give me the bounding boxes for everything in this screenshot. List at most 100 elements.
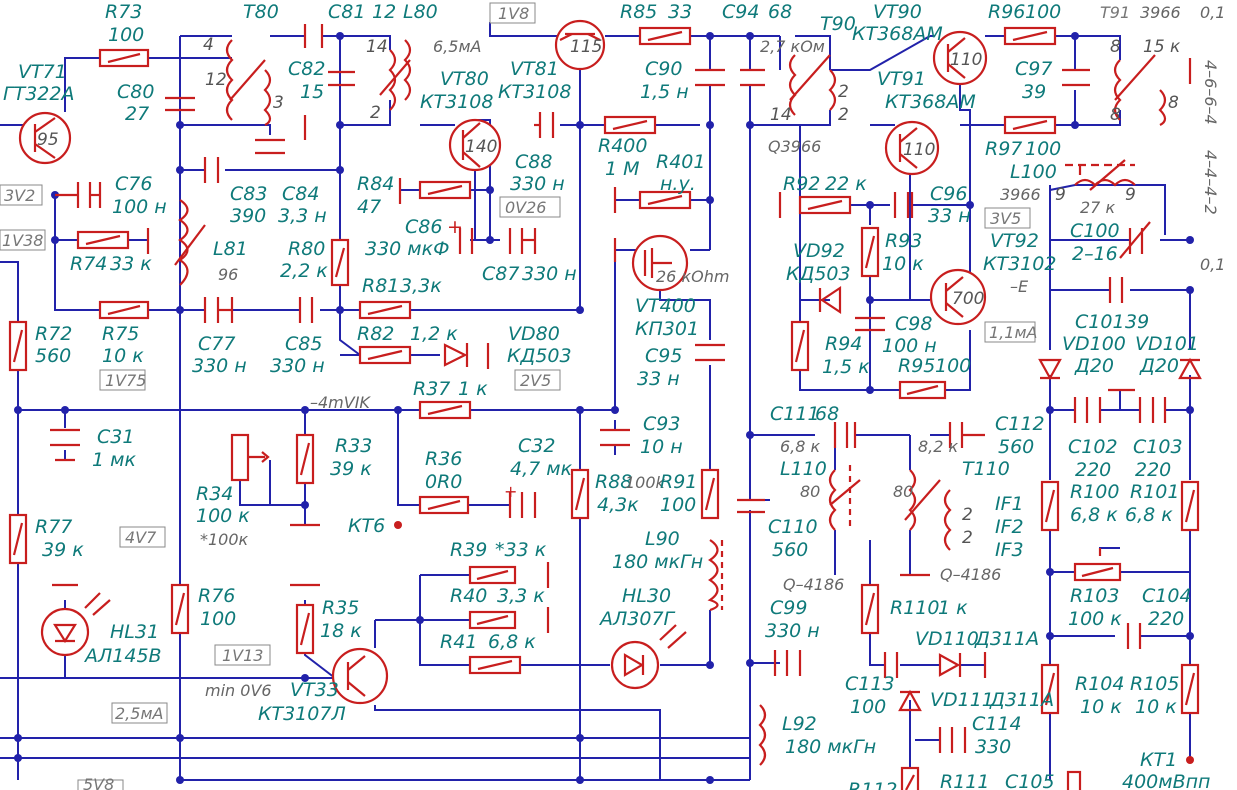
resistor-R401: [638, 190, 692, 210]
label-C102: C102: [1068, 436, 1118, 458]
label-C96: C96: [930, 183, 967, 205]
value-R36: 0R0: [425, 471, 462, 493]
value-R101: 6,8 к: [1125, 504, 1173, 526]
label-C97: C97: [1015, 58, 1052, 80]
note-min: min 0V6: [205, 681, 272, 700]
resistor-R110: [860, 583, 880, 635]
label-R111: R111: [940, 771, 989, 790]
capacitor-C82: [328, 70, 355, 87]
type-VT91: КТ368АМ: [885, 91, 976, 113]
current-L80: 6,5мА: [433, 37, 481, 56]
note-R88: 100k: [625, 473, 666, 492]
label-R72: R72: [35, 323, 72, 345]
capacitor-C81: [303, 24, 324, 48]
label-KT1: КТ1: [1140, 749, 1177, 771]
pin-T90-2a: 2: [838, 82, 849, 102]
tp-2V5: 2V5: [520, 371, 551, 390]
label-C81: C81: [328, 1, 365, 23]
capacitor-C80: [165, 96, 195, 112]
type-VD101: Д20: [1139, 355, 1179, 377]
value-R103: 100 к: [1068, 608, 1122, 630]
value-L81: 96: [218, 265, 238, 284]
pin-if-b: 2: [962, 528, 973, 548]
coil-L80: [379, 39, 412, 111]
value-C114: 330: [975, 736, 1011, 758]
test-point-boxes: 1V8 3V2 1V38 0V26 3V5 1,1мА 1V75 2V5 4V7…: [0, 2, 1037, 790]
capacitor-C113: [883, 652, 899, 678]
label-C113: C113: [845, 673, 895, 695]
label-L110: L110: [780, 458, 827, 480]
value-C32: 4,7 мк: [510, 458, 573, 480]
capacitor-C97: [1062, 68, 1090, 87]
capacitor-C93: [600, 428, 630, 447]
label-C83: C83: [230, 183, 267, 205]
label-C104: C104: [1142, 585, 1192, 607]
type-VD110: Д311А: [974, 628, 1039, 650]
note-vk: –4mVIK: [310, 393, 371, 412]
label-VT91: VT91: [877, 68, 926, 90]
diode-VD92: [818, 285, 842, 315]
value-L92: 180 мкГн: [785, 736, 876, 758]
value-R400: 1 М: [605, 158, 640, 180]
value-C80: 27: [125, 103, 149, 125]
capacitor-C110: [737, 498, 765, 514]
capacitor-C104: [1126, 623, 1142, 649]
capacitor-C102: [1073, 397, 1102, 423]
tp-0V26: 0V26: [505, 198, 546, 217]
value-R104: 10 к: [1080, 696, 1122, 718]
label-C90: C90: [645, 58, 682, 80]
capacitor-C96: [893, 192, 914, 218]
value-C112: 560: [998, 436, 1034, 458]
resistor-R81: [358, 300, 412, 320]
value-C110: 560: [772, 539, 808, 561]
type-VT33: КТ3107Л: [258, 703, 346, 725]
wires: [0, 22, 1191, 781]
value-C82: 15: [300, 81, 324, 103]
value-R94: 1,5 к: [822, 356, 870, 378]
resistor-R40: [468, 610, 517, 630]
label-R88: R88: [595, 471, 632, 493]
label-VD100: VD100: [1062, 333, 1126, 355]
label-R82: R82: [357, 323, 394, 345]
pin-L100-9a: 9: [1055, 185, 1066, 205]
transformer-T110: [904, 469, 952, 551]
label-C114: C114: [972, 713, 1022, 735]
tp-3V2: 3V2: [4, 186, 35, 205]
resistor-R91: [700, 468, 720, 520]
value-R40: 3,3 к: [497, 585, 545, 607]
label-R95: R95: [898, 355, 935, 377]
vt92-gain: 700: [952, 289, 984, 309]
label-C98: C98: [895, 313, 932, 335]
resistor-R400: [603, 115, 657, 135]
type-HL30: АЛ307Г: [598, 608, 676, 630]
label-R41: R41: [440, 631, 477, 653]
resistor-R105b: [1066, 770, 1082, 790]
label-C32: C32: [518, 435, 555, 457]
resistor-R88: [570, 468, 590, 520]
label-VT81: VT81: [510, 58, 559, 80]
value-C103: 220: [1135, 459, 1171, 481]
resistor-R105: [1180, 663, 1200, 715]
note-T110: 80: [893, 482, 913, 501]
type-VD111: Д311А: [989, 689, 1054, 711]
note-L110: 80: [800, 482, 820, 501]
capacitor-C86: +: [447, 216, 474, 254]
label-R94: R94: [825, 333, 862, 355]
note-R34: *100к: [200, 530, 249, 549]
coil-L92: [758, 704, 767, 766]
label-R105: R105: [1130, 673, 1179, 695]
value-L100: 3966: [1000, 185, 1041, 204]
label-C82: C82: [288, 58, 325, 80]
capacitor-C103: [1138, 397, 1167, 423]
value-C77: 330 н: [192, 355, 247, 377]
note-L110k: 6,8 к: [780, 437, 821, 456]
resistor-R93: [860, 226, 880, 278]
label-R85: R85: [620, 1, 657, 23]
resistor-R96: [1003, 26, 1057, 46]
tp-3V5: 3V5: [990, 209, 1021, 228]
label-C111: C111: [770, 403, 820, 425]
value-R41: 6,8 к: [488, 631, 536, 653]
label-HL30: HL30: [622, 585, 671, 607]
value-R97: 100: [1025, 138, 1061, 160]
